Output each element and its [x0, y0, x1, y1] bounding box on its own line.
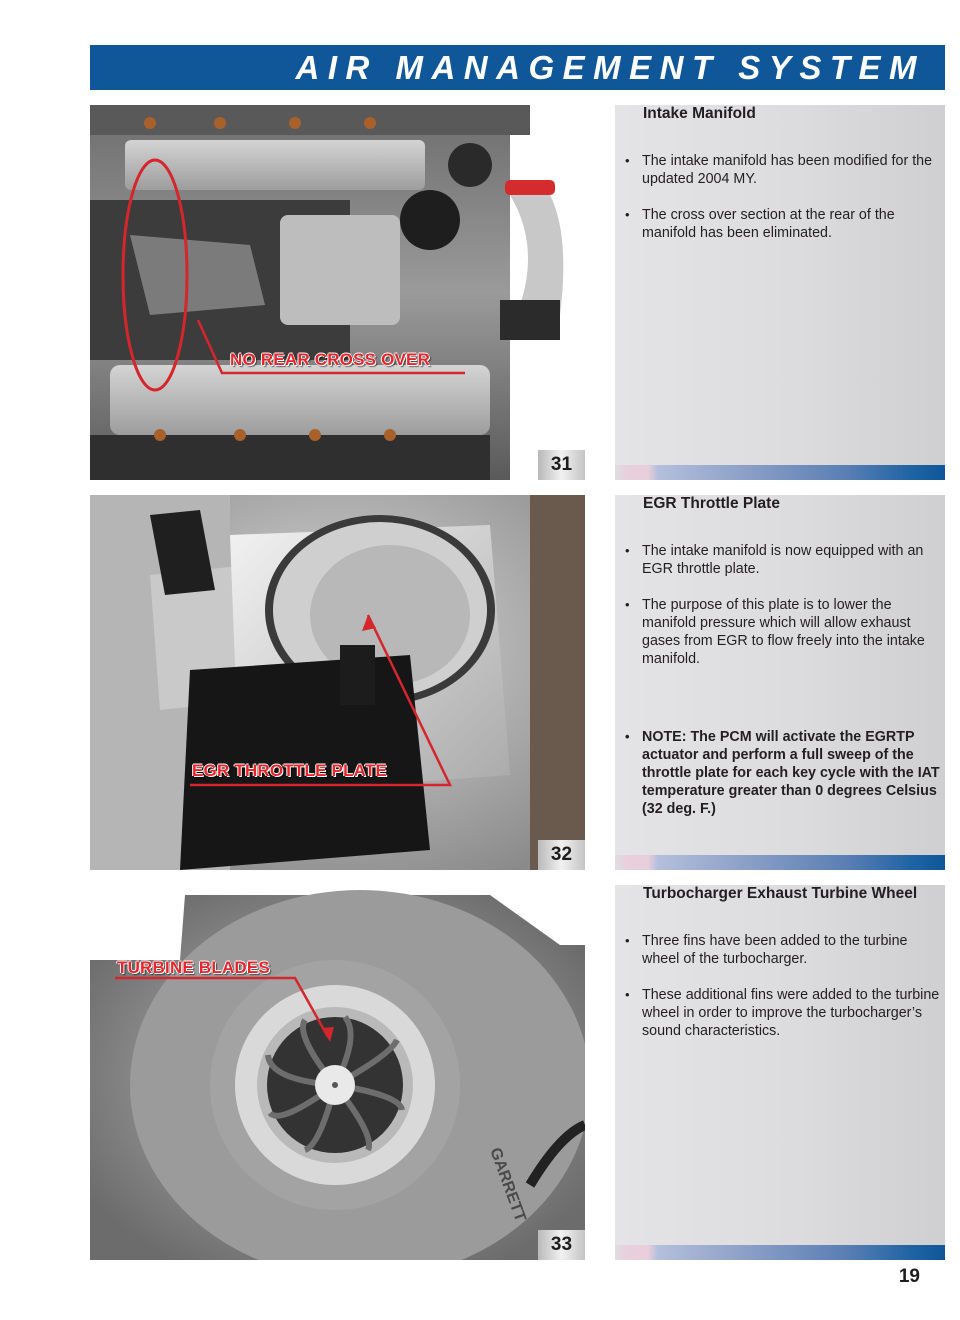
figure-number-badge: 32: [538, 840, 585, 870]
section-turbocharger-turbine-wheel: GARRETT TURBINE BLADES 33 Turbocharger E…: [90, 885, 945, 1260]
section-title: AIR MANAGEMENT SYSTEM: [295, 48, 925, 86]
bullet-list: The intake manifold has been modified fo…: [625, 152, 943, 260]
engine-manifold-image: [90, 105, 585, 480]
callout-no-rear-cross-over: NO REAR CROSS OVER: [230, 350, 431, 369]
bullet-list: Three fins have been added to the turbin…: [625, 932, 943, 1058]
section-header-bar: AIR MANAGEMENT SYSTEM: [90, 45, 945, 90]
turbocharger-image: GARRETT: [90, 885, 585, 1260]
figure-32-photo: EGR THROTTLE PLATE 32: [90, 495, 585, 870]
section-intake-manifold: NO REAR CROSS OVER 31 Intake Manifold Th…: [90, 105, 945, 480]
page-number: 19: [898, 1266, 920, 1287]
bullet-item: The purpose of this plate is to lower th…: [625, 596, 943, 668]
panel-heading: Turbocharger Exhaust Turbine Wheel: [643, 885, 918, 902]
panel-heading: Intake Manifold: [643, 105, 756, 122]
gradient-divider: [615, 465, 945, 480]
description-panel: Turbocharger Exhaust Turbine Wheel Three…: [615, 885, 945, 1260]
gradient-divider: [615, 1245, 945, 1260]
callout-turbine-blades: TURBINE BLADES: [117, 958, 270, 977]
bullet-item: The cross over section at the rear of th…: [625, 206, 943, 242]
figure-33-photo: GARRETT TURBINE BLADES 33: [90, 885, 585, 1260]
figure-number-badge: 31: [538, 450, 585, 480]
bullet-item: Three fins have been added to the turbin…: [625, 932, 943, 968]
note-bullet: NOTE: The PCM will activate the EGRTP ac…: [625, 728, 943, 818]
bullet-list: The intake manifold is now equipped with…: [625, 542, 943, 836]
bullet-item: The intake manifold is now equipped with…: [625, 542, 943, 578]
panel-heading: EGR Throttle Plate: [643, 495, 780, 512]
description-panel: Intake Manifold The intake manifold has …: [615, 105, 945, 480]
section-egr-throttle-plate: EGR THROTTLE PLATE 32 EGR Throttle Plate…: [90, 495, 945, 870]
figure-31-photo: NO REAR CROSS OVER 31: [90, 105, 585, 480]
egr-throttle-body-image: [90, 495, 585, 870]
figure-number-badge: 33: [538, 1230, 585, 1260]
bullet-item: The intake manifold has been modified fo…: [625, 152, 943, 188]
bullet-item: These additional fins were added to the …: [625, 986, 943, 1040]
description-panel: EGR Throttle Plate The intake manifold i…: [615, 495, 945, 870]
gradient-divider: [615, 855, 945, 870]
callout-egr-throttle-plate: EGR THROTTLE PLATE: [192, 761, 387, 780]
